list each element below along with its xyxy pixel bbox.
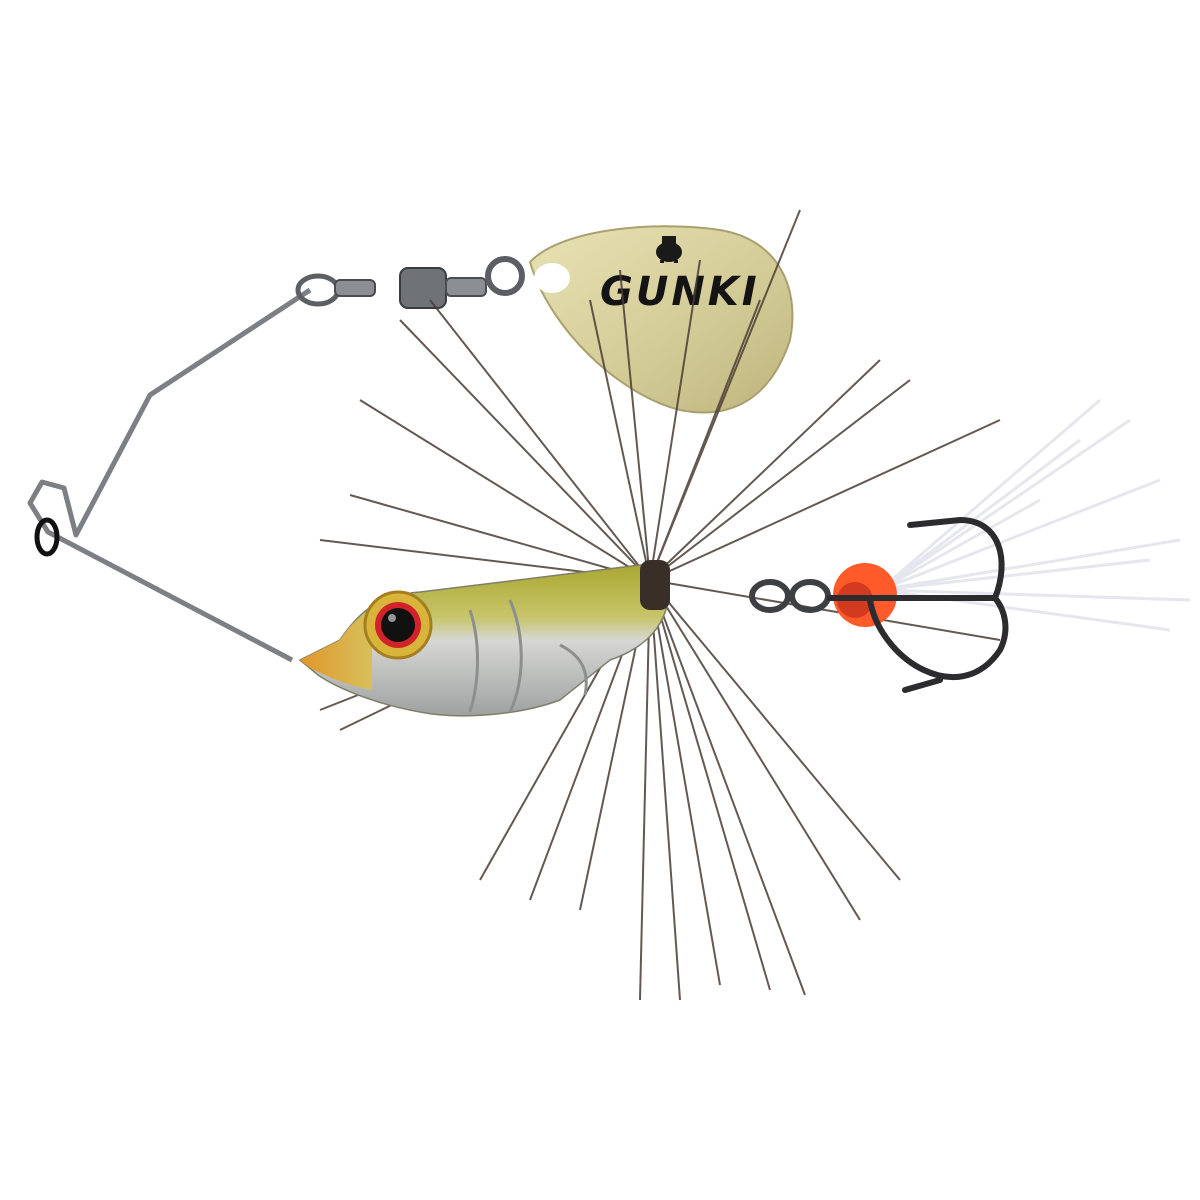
rubber-o-ring	[34, 517, 60, 557]
lure-eye	[363, 590, 433, 660]
spinner-blade: GUNKI	[528, 225, 794, 414]
split-rings	[749, 579, 831, 613]
brand-logo-text: GUNKI	[600, 269, 760, 315]
jig-head	[298, 564, 670, 717]
brand-skull-icon	[656, 236, 682, 263]
treble-hook	[827, 516, 1009, 693]
silicone-skirt	[319, 209, 1001, 1001]
wire-arm	[27, 273, 341, 663]
barrel-swivel	[334, 256, 525, 309]
thread-wrap	[640, 560, 670, 610]
